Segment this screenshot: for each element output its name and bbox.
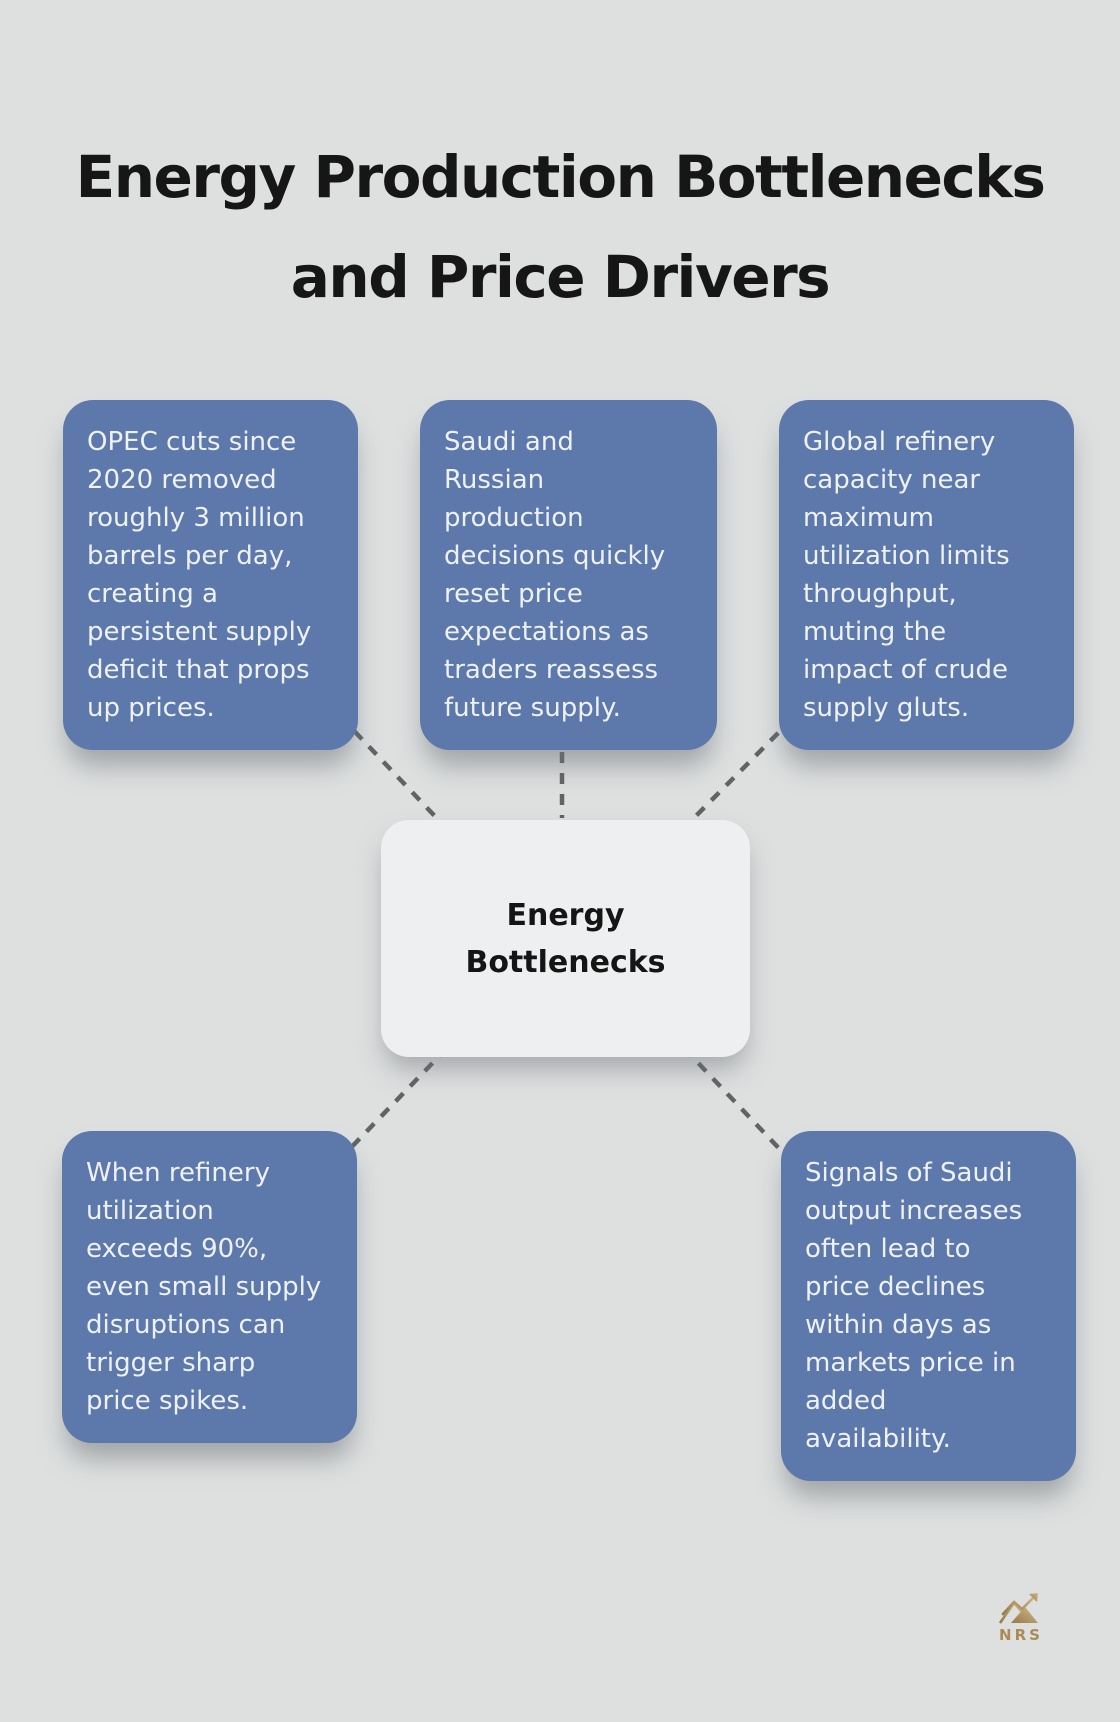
connector-bottom-left [340,1046,449,1159]
node-refinery-utilization-90: When refinery utilization exceeds 90%, e… [62,1131,357,1443]
center-node-energy-bottlenecks: Energy Bottlenecks [381,820,750,1057]
node-saudi-russian-decisions: Saudi and Russian production decisions q… [420,400,717,750]
node-refinery-utilization-90-text: When refinery utilization exceeds 90%, e… [86,1158,322,1416]
node-opec-cuts-text: OPEC cuts since 2020 removed roughly 3 m… [87,427,312,723]
brand-logo-text: NRS [999,1626,1043,1644]
brand-logo: NRS [993,1592,1049,1644]
mountain-arrow-icon [998,1593,1038,1624]
page-title: Energy Production Bottlenecks and Price … [75,142,1046,311]
node-saudi-russian-decisions-text: Saudi and Russian production decisions q… [444,427,666,723]
connector-bottom-right [682,1046,792,1162]
node-opec-cuts: OPEC cuts since 2020 removed roughly 3 m… [63,400,358,750]
node-saudi-output-signals: Signals of Saudi output increases often … [781,1131,1076,1481]
node-saudi-output-signals-text: Signals of Saudi output increases often … [805,1158,1023,1454]
center-node-label: Energy Bottlenecks [465,897,666,980]
node-global-refinery-capacity-text: Global refinery capacity near maximum ut… [803,427,1010,723]
node-global-refinery-capacity: Global refinery capacity near maximum ut… [779,400,1074,750]
